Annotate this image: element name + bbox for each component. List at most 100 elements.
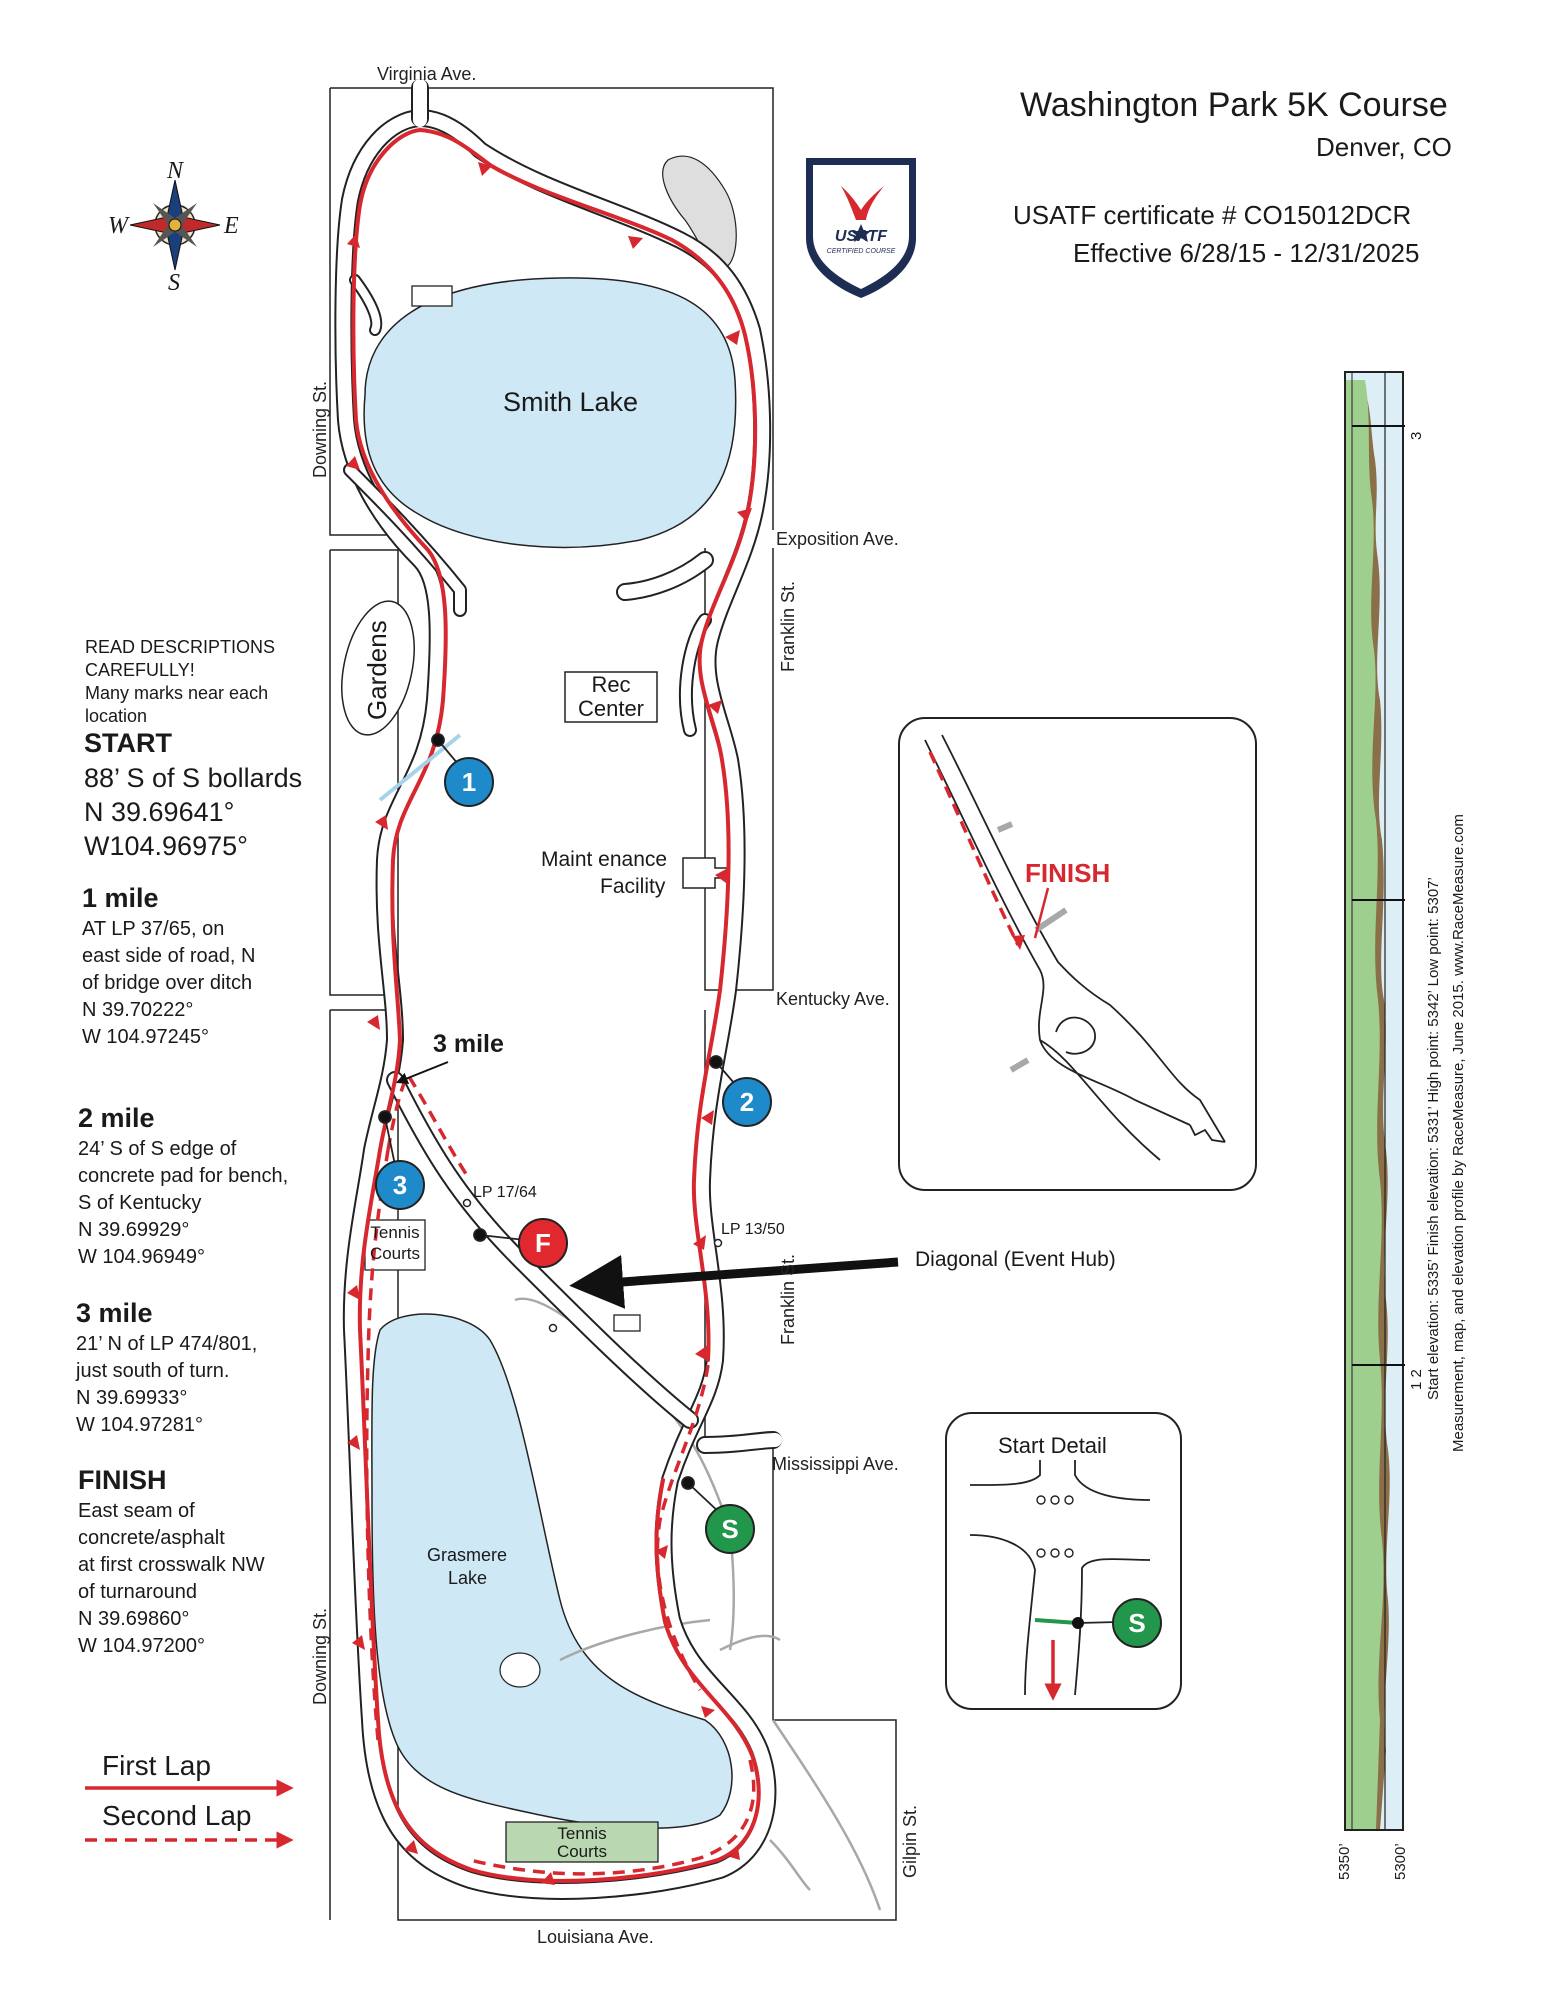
mile-2-line: 24’ S of S edge of (78, 1138, 237, 1160)
elevation-axis-5300: 5300’ (1392, 1843, 1409, 1880)
start-heading: START (84, 728, 172, 758)
event-hub-arrow (569, 1254, 899, 1309)
compass-e: E (224, 213, 239, 239)
warning-line: location (85, 706, 148, 726)
three-mile-map-label: 3 mile (433, 1030, 504, 1058)
mile-3-heading: 3 mile (76, 1298, 153, 1328)
hub-lp-marker (548, 1323, 558, 1333)
bridge-ditch-mark (378, 733, 462, 802)
elevation-axis-5350: 5350’ (1336, 1843, 1353, 1880)
rec-center-building (564, 671, 658, 723)
street-downing-south: Downing St. (310, 1607, 330, 1705)
finish-line: of turnaround (78, 1581, 197, 1603)
lp-17-label: LP 17/64 (473, 1184, 537, 1201)
lp-13-label: LP 13/50 (721, 1221, 785, 1238)
mile-3-marker: 3 (375, 1160, 425, 1210)
three-mile-pointer (395, 1061, 449, 1085)
tennis-south-box (505, 1821, 659, 1863)
mile-2-line: W 104.96949° (78, 1246, 205, 1268)
street-gilpin: Gilpin St. (900, 1804, 920, 1878)
mile-3-line: just south of turn. (76, 1360, 230, 1382)
lp-17-marker (462, 1198, 472, 1208)
warning-line: CAREFULLY! (85, 660, 195, 680)
elevation-summary: Start elevation: 5335’ Finish elevation:… (1425, 877, 1442, 1400)
certificate-number: USATF certificate # CO15012DCR (1013, 200, 1412, 230)
street-virginia: Virginia Ave. (377, 64, 477, 84)
start-line: W104.96975° (84, 831, 248, 861)
finish-line: concrete/asphalt (78, 1527, 225, 1549)
event-hub-label: Diagonal (Event Hub) (915, 1248, 1116, 1271)
finish-inset-marks (996, 821, 1068, 1073)
mile-1-line: east side of road, N (82, 945, 256, 967)
maintenance-label-2: Facility (600, 875, 666, 898)
legend-first-lap: First Lap (102, 1750, 211, 1781)
tennis-south-label: Tennis Courts (556, 1824, 608, 1861)
start-description: START 88’ S of S bollards N 39.69641° W1… (84, 725, 302, 863)
park-roads (334, 79, 782, 1900)
start-line: N 39.69641° (84, 797, 235, 827)
page-title: Washington Park 5K Course (1020, 86, 1448, 124)
elevation-mile-3: 3 (1408, 431, 1425, 440)
street-mississippi: Mississippi Ave. (772, 1454, 899, 1474)
mile-2-line: S of Kentucky (78, 1192, 202, 1214)
usatf-logo (806, 158, 916, 298)
mile-3-line: N 39.69933° (76, 1387, 188, 1409)
finish-inset-pointer (1033, 887, 1050, 939)
compass-s: S (168, 270, 180, 296)
usatf-logo-subtext: CERTIFIED COURSE (826, 248, 896, 255)
gardens-label: Gardens (362, 620, 392, 720)
finish-description: FINISH East seam of concrete/asphalt at … (78, 1462, 265, 1660)
tennis-north-label: Tennis Courts (369, 1223, 421, 1263)
finish-line: N 39.69860° (78, 1608, 190, 1630)
elevation-profile (1344, 371, 1405, 1831)
finish-heading: FINISH (78, 1465, 167, 1495)
start-detail-marker: S (1112, 1598, 1162, 1648)
mile-1-line: W 104.97245° (82, 1026, 209, 1048)
street-louisiana: Louisiana Ave. (537, 1927, 654, 1947)
mile-2-line: N 39.69929° (78, 1219, 190, 1241)
compass-w: W (108, 213, 128, 239)
finish-inset-route (928, 751, 1020, 946)
mile-2-marker: 2 (722, 1077, 772, 1127)
mile-1-heading: 1 mile (82, 883, 159, 913)
mile-1-line: of bridge over ditch (82, 972, 253, 994)
finish-inset-label: FINISH (1025, 858, 1111, 888)
start-line: 88’ S of S bollards (84, 763, 303, 793)
mile-1-marker: 1 (444, 757, 494, 807)
elevation-mile-1-2: 1 2 (1408, 1369, 1425, 1390)
mile-2-description: 2 mile 24’ S of S edge of concrete pad f… (78, 1100, 288, 1271)
finish-line: W 104.97200° (78, 1635, 205, 1657)
street-kentucky: Kentucky Ave. (776, 989, 890, 1009)
lp-13-marker (713, 1238, 723, 1248)
hub-small-building (613, 1314, 641, 1332)
grasmere-label-1: Grasmere (427, 1545, 508, 1565)
start-detail-title: Start Detail (998, 1433, 1107, 1458)
warning-line: Many marks near each (85, 683, 269, 703)
north-small-building (411, 285, 453, 307)
mile-2-line: concrete pad for bench, (78, 1165, 289, 1187)
mile-1-line: AT LP 37/65, on (82, 918, 225, 940)
finish-marker: F (518, 1218, 568, 1268)
street-downing-north: Downing St. (310, 380, 330, 478)
maintenance-label-1: Maint enance (541, 848, 668, 871)
street-franklin-south: Franklin St. (778, 1253, 798, 1345)
mile-3-line: 21’ N of LP 474/801, (76, 1333, 258, 1355)
grasmere-label-2: Lake (448, 1568, 488, 1588)
start-line (1034, 1618, 1079, 1625)
mile-1-description: 1 mile AT LP 37/65, on east side of road… (82, 880, 255, 1051)
legend-second-lap: Second Lap (102, 1800, 252, 1831)
finish-line: East seam of (78, 1500, 195, 1522)
rec-center-label: Rec Center (577, 672, 645, 721)
mile-3-line: W 104.97281° (76, 1414, 203, 1436)
location-label: Denver, CO (1316, 132, 1452, 162)
grasmere-lake (371, 1313, 733, 1829)
smith-lake (363, 277, 737, 549)
compass-n: N (167, 158, 184, 184)
gardens-bed (341, 600, 415, 736)
course-route-second-lap (364, 1071, 756, 1876)
finish-inset (898, 717, 1257, 1191)
grasmere-island (499, 1652, 541, 1688)
usatf-logo-text: USATF (834, 228, 888, 245)
start-marker: S (705, 1504, 755, 1554)
smith-lake-label: Smith Lake (503, 387, 639, 417)
